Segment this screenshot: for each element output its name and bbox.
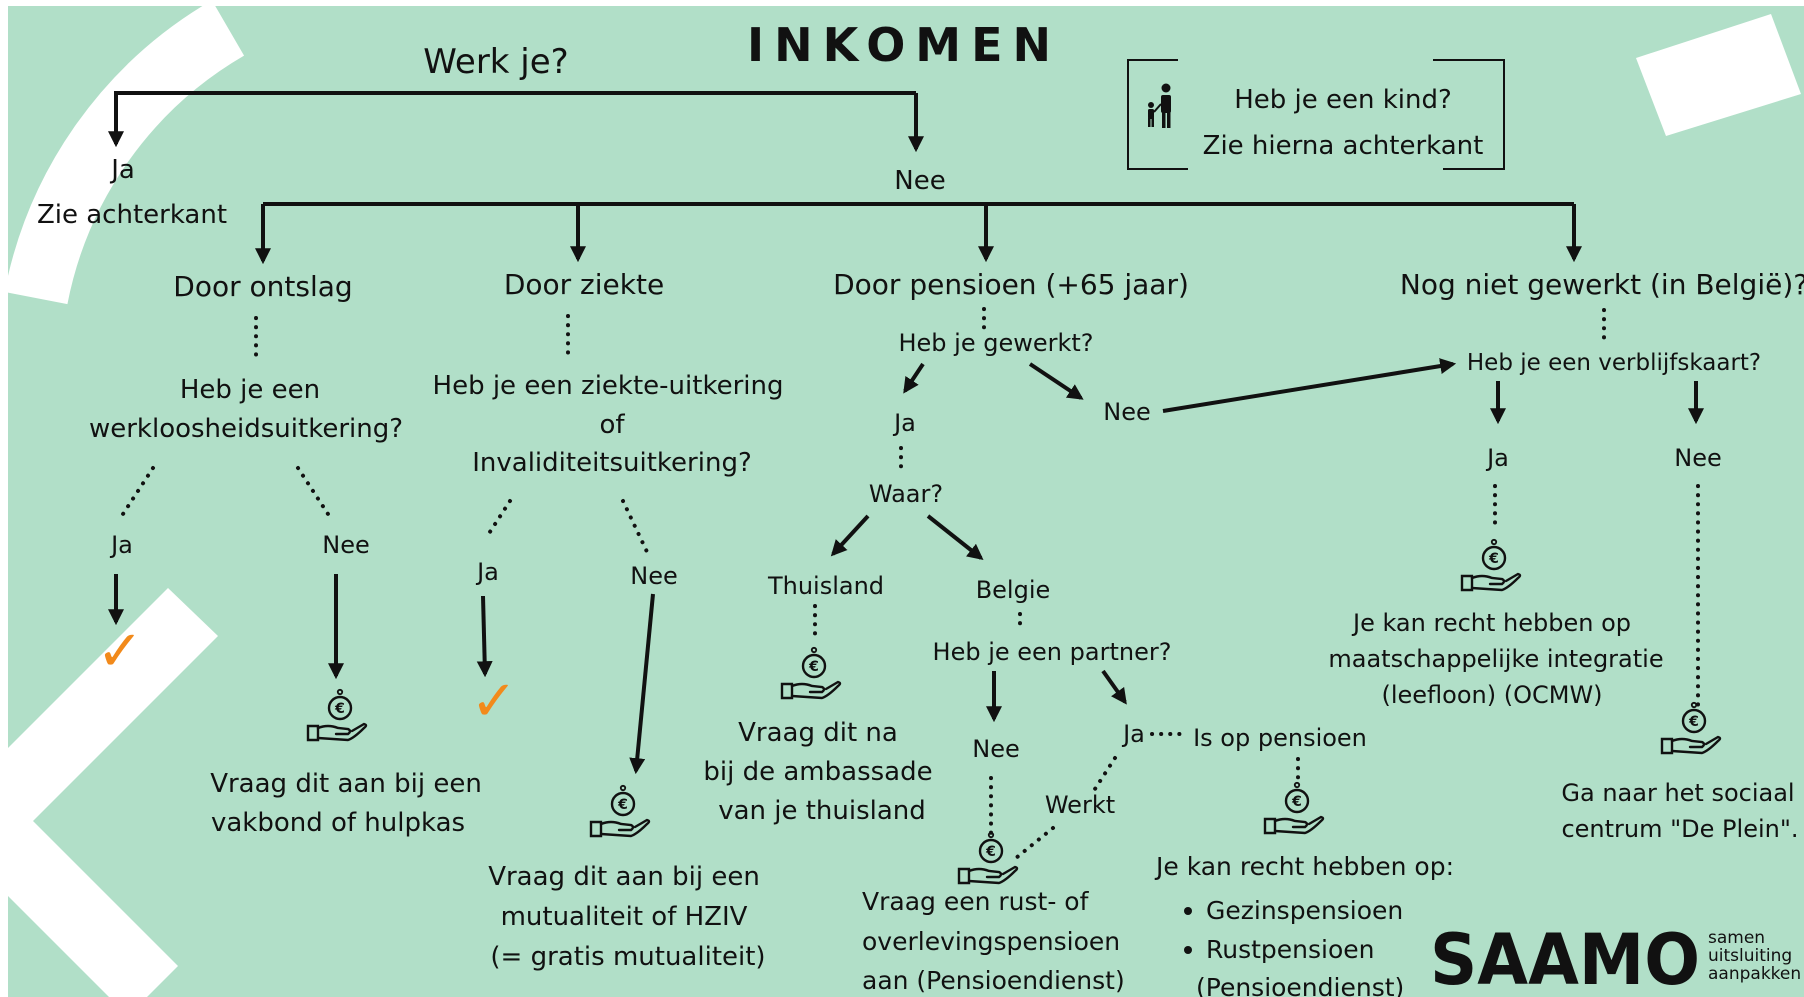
- saamo-logo: SAAMO samen uitsluiting aanpakken: [1430, 919, 1801, 997]
- euro-hand-icon: [1660, 701, 1722, 755]
- ontslag-nee: Nee: [322, 531, 369, 559]
- thuisland-result: van je thuisland: [718, 796, 926, 826]
- work-yes-note: Zie achterkant: [37, 200, 227, 230]
- ziekte-result: (= gratis mutualiteit): [490, 942, 765, 972]
- pensioen-belgie: Belgie: [976, 576, 1051, 604]
- recht-note: (Pensioendienst): [1196, 973, 1404, 997]
- branch-ziekte-title: Door ziekte: [504, 268, 664, 301]
- werkt: Werkt: [1045, 791, 1115, 819]
- ziekte-question: Heb je een ziekte-uitkering: [433, 371, 784, 401]
- ziekte-ja: Ja: [475, 558, 499, 586]
- work-no-label: Nee: [894, 166, 945, 196]
- pensioen-nee: Nee: [1103, 398, 1150, 426]
- euro-hand-icon: [1460, 538, 1522, 592]
- rust-result: overlevingspensioen: [862, 927, 1120, 956]
- checkmark-icon: ✓: [471, 669, 518, 734]
- thuisland-result: Vraag dit na: [738, 718, 898, 748]
- thuisland-result: bij de ambassade: [703, 757, 932, 787]
- decorative-shapes: [8, 6, 1801, 997]
- pensioen-waar: Waar?: [869, 480, 943, 508]
- nog-niet-ja-result: maatschappelijke integratie: [1328, 645, 1663, 673]
- recht-item: Rustpensioen: [1206, 935, 1375, 964]
- child-box: [1127, 59, 1505, 170]
- ontslag-ja: Ja: [109, 531, 133, 559]
- bullet: [1184, 907, 1192, 915]
- branch-ontslag-title: Door ontslag: [173, 270, 352, 303]
- logo-tagline: uitsluiting: [1708, 946, 1792, 966]
- nog-niet-question: Heb je een verblijfskaart?: [1467, 350, 1761, 376]
- title: INKOMEN: [747, 18, 1061, 72]
- work-yes-label: Ja: [109, 155, 135, 185]
- parent-child-icon: [1148, 83, 1171, 128]
- infographic: €: [8, 6, 1804, 997]
- bullet: [1184, 946, 1192, 954]
- ontslag-question: werkloosheidsuitkering?: [89, 414, 403, 444]
- child-box-line2: Zie hierna achterkant: [1203, 131, 1484, 161]
- checkmark-icon: ✓: [97, 619, 144, 684]
- rust-result: aan (Pensioendienst): [862, 966, 1125, 995]
- nog-niet-nee-result: Ga naar het sociaal: [1561, 779, 1794, 807]
- nog-niet-ja-result: Je kan recht hebben op: [1351, 609, 1631, 637]
- ontslag-result: Vraag dit aan bij een: [210, 769, 482, 799]
- partner-question: Heb je een partner?: [933, 638, 1172, 666]
- ziekte-result: Vraag dit aan bij een: [488, 862, 760, 892]
- partner-nee: Nee: [972, 735, 1019, 763]
- connectors: [108, 91, 1704, 775]
- question-work: Werk je?: [423, 42, 568, 82]
- ontslag-question: Heb je een: [180, 375, 320, 405]
- ziekte-nee: Nee: [630, 562, 677, 590]
- nog-niet-nee-result: centrum "De Plein".: [1561, 815, 1798, 843]
- pensioen-question: Heb je gewerkt?: [898, 329, 1093, 357]
- ziekte-result: mutualiteit of HZIV: [501, 902, 748, 932]
- nog-niet-ja: Ja: [1485, 444, 1509, 472]
- euro-hand-icon: [780, 646, 842, 700]
- ontslag-result: vakbond of hulpkas: [211, 808, 465, 838]
- logo-word: SAAMO: [1430, 919, 1700, 997]
- partner-ja: Ja: [1121, 720, 1145, 748]
- dotted-connectors: [121, 307, 1700, 860]
- rust-result: Vraag een rust- of: [862, 887, 1090, 916]
- branch-nog-niet-title: Nog niet gewerkt (in België)?: [1400, 268, 1804, 301]
- recht-title: Je kan recht hebben op:: [1154, 852, 1454, 881]
- nog-niet-nee: Nee: [1674, 444, 1721, 472]
- pensioen-ja: Ja: [892, 409, 916, 437]
- pensioen-thuisland: Thuisland: [767, 572, 884, 600]
- recht-item: Gezinspensioen: [1206, 896, 1403, 925]
- euro-hand-icon: [306, 688, 368, 742]
- op-pensioen: Is op pensioen: [1193, 724, 1367, 752]
- euro-hand-icon: [589, 784, 651, 838]
- branch-pensioen-title: Door pensioen (+65 jaar): [833, 268, 1189, 301]
- ziekte-question: Invaliditeitsuitkering?: [472, 448, 752, 478]
- child-box-line1: Heb je een kind?: [1234, 85, 1452, 115]
- logo-tagline: aanpakken: [1708, 964, 1801, 984]
- nog-niet-ja-result: (leefloon) (OCMW): [1381, 681, 1602, 709]
- logo-tagline: samen: [1708, 928, 1765, 948]
- euro-hand-icon: [957, 831, 1019, 885]
- ziekte-question: of: [599, 410, 625, 440]
- euro-hand-icon: [1263, 781, 1325, 835]
